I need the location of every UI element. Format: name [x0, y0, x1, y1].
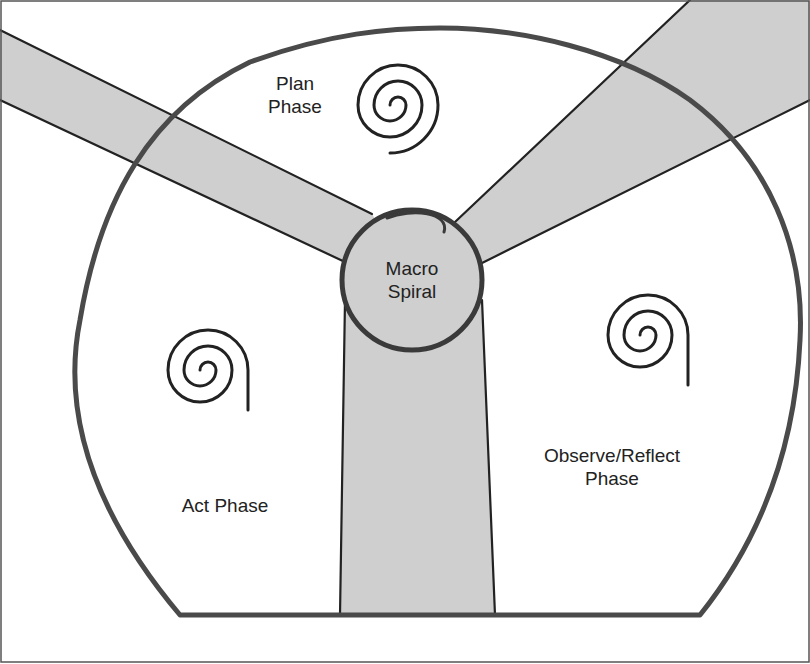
- center-circle: Macro Spiral: [338, 206, 486, 354]
- upper-right-band: [412, 0, 810, 280]
- phase-label: Act Phase: [160, 494, 290, 517]
- grey-bands: [0, 0, 810, 615]
- plan-spiral: [358, 65, 438, 153]
- band-edge: [482, 300, 495, 615]
- macro-spiral-curl: [387, 213, 445, 232]
- band-edge: [0, 100, 345, 262]
- node-title: Macro Spiral: [362, 257, 462, 303]
- act-spiral: [168, 330, 248, 410]
- band-edges: [0, 0, 810, 615]
- node-text-holder: Macro Spiral: [362, 257, 462, 303]
- outer-circle: [75, 28, 801, 615]
- band-edge: [455, 0, 690, 222]
- phase-label: Observe/Reflect Phase: [524, 444, 700, 490]
- phase-spirals: [168, 65, 688, 410]
- band-edge: [340, 300, 345, 615]
- circle-shape: [342, 210, 482, 350]
- circle-outline: [338, 206, 486, 354]
- phase-label: Plan Phase: [263, 72, 327, 118]
- observe-spiral: [608, 295, 688, 385]
- band-edge: [478, 100, 810, 265]
